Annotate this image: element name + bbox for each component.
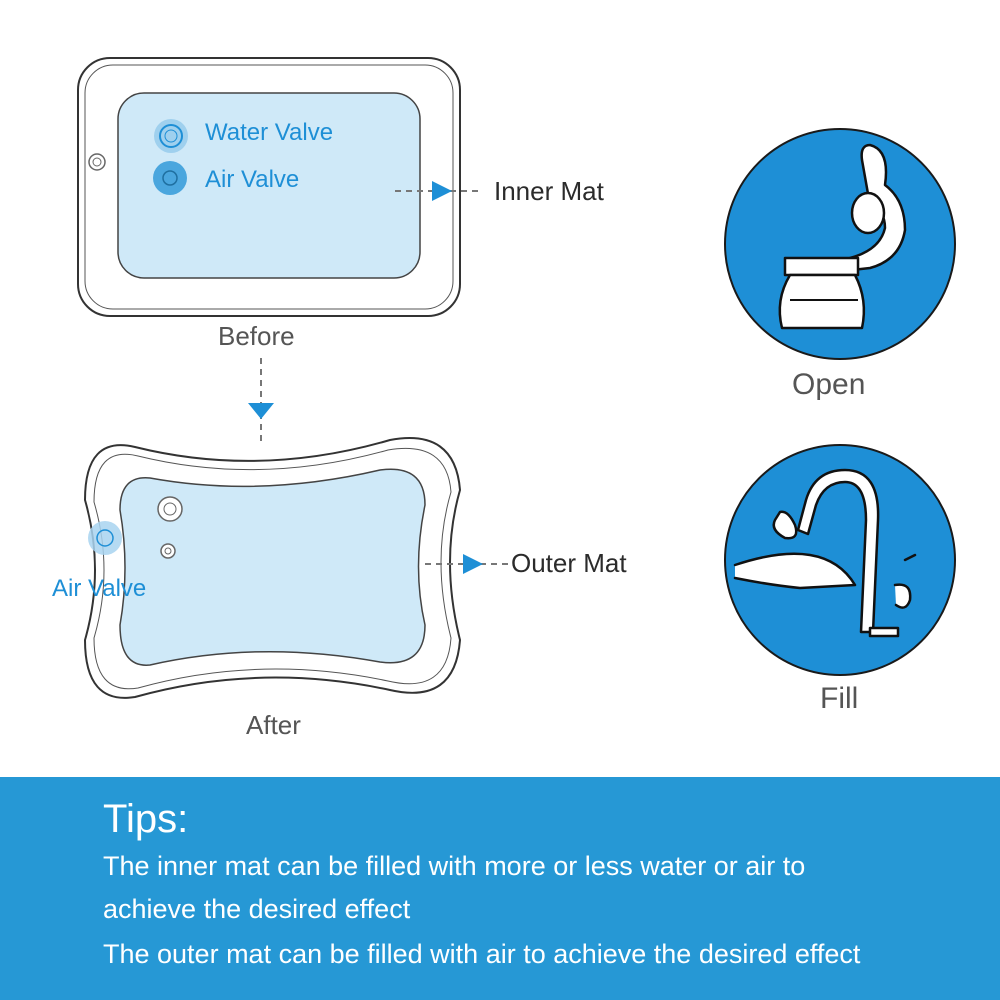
open-step-label: Open bbox=[792, 368, 866, 401]
fill-step-circle bbox=[724, 444, 956, 676]
outer-mat-label: Outer Mat bbox=[511, 548, 627, 578]
after-outer-frame-inner-line bbox=[93, 447, 452, 690]
transition-arrow bbox=[248, 358, 274, 445]
air-valve-label: Air Valve bbox=[205, 166, 300, 193]
after-inner-air-valve-icon bbox=[160, 543, 176, 559]
outer-mat-arrowhead bbox=[463, 554, 483, 574]
inner-mat-label: Inner Mat bbox=[494, 176, 604, 206]
inner-mat-arrowhead bbox=[432, 181, 452, 201]
before-mat bbox=[77, 57, 478, 317]
tips-line-1: The inner mat can be filled with more or… bbox=[103, 851, 806, 881]
water-valve-label: Water Valve bbox=[205, 119, 334, 146]
after-mat bbox=[83, 437, 510, 699]
tips-line-2: achieve the desired effect bbox=[103, 894, 411, 924]
before-inner-mat bbox=[117, 92, 421, 279]
air-valve-icon bbox=[153, 161, 187, 195]
valve-cap-open-icon bbox=[778, 143, 907, 330]
tips-banner: Tips: The inner mat can be filled with m… bbox=[0, 777, 1000, 1000]
diagram-canvas bbox=[77, 57, 956, 699]
after-caption: After bbox=[246, 710, 301, 740]
tips-line-3: The outer mat can be filled with air to … bbox=[103, 939, 861, 969]
after-water-valve-icon bbox=[157, 496, 183, 522]
tips-heading: Tips: bbox=[103, 797, 189, 841]
outer-air-valve-icon bbox=[88, 521, 122, 555]
after-inner-mat bbox=[119, 468, 426, 666]
before-outer-frame-inner-line bbox=[84, 64, 454, 310]
outer-air-valve-label: Air Valve bbox=[52, 575, 147, 602]
faucet-fill-icon bbox=[733, 468, 917, 638]
water-valve-icon bbox=[154, 119, 188, 153]
before-caption: Before bbox=[218, 321, 295, 351]
fill-step-illustration bbox=[724, 444, 956, 676]
before-side-valve-icon bbox=[88, 153, 106, 171]
open-step-illustration bbox=[724, 128, 956, 360]
fill-step-label: Fill bbox=[820, 682, 859, 715]
